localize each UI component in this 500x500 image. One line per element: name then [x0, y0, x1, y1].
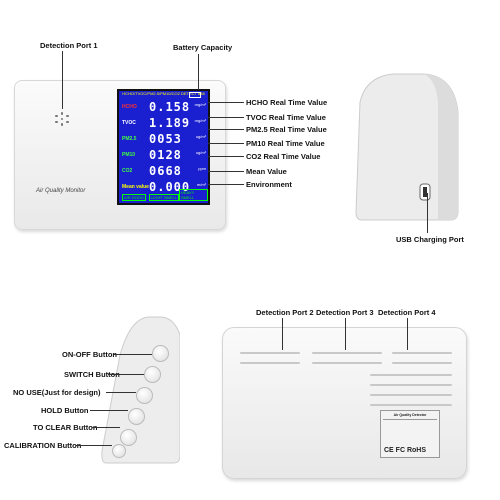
leader-line	[76, 445, 112, 446]
leader-line	[208, 117, 244, 118]
switch-button[interactable]	[144, 366, 161, 383]
callout-hold: HOLD Button	[41, 406, 89, 415]
callout-detection-port-3: Detection Port 3	[316, 308, 374, 317]
callout-mean: Mean Value	[246, 167, 287, 176]
env-light-smell: LIGHT SMELL	[149, 194, 179, 201]
vent-slot	[312, 352, 382, 354]
row-value: 1.189	[149, 116, 191, 130]
leader-line	[208, 102, 244, 103]
row-unit: ug/m³	[195, 134, 206, 139]
row-tag: PM2.5	[122, 136, 137, 142]
vent-slot	[392, 362, 452, 364]
leader-line	[208, 171, 244, 172]
no-use-button[interactable]	[136, 387, 153, 404]
leader-line	[198, 54, 199, 90]
leader-line	[114, 354, 152, 355]
callout-on-off: ON-OFF Button	[62, 350, 117, 359]
leader-line	[106, 392, 136, 393]
vent-slot	[370, 384, 452, 386]
battery-icon	[189, 92, 201, 98]
row-value: 0668	[149, 164, 182, 178]
leader-line	[208, 184, 244, 185]
callout-switch: SWITCH Button	[64, 370, 120, 379]
leader-line	[427, 193, 428, 233]
row-unit: mg/m³	[194, 102, 206, 107]
calibration-button[interactable]	[112, 444, 126, 458]
leader-line	[108, 374, 144, 375]
screen-row-co2: CO2 0668 ppm	[119, 164, 208, 179]
leader-line	[62, 51, 63, 109]
callout-detection-port-4: Detection Port 4	[378, 308, 436, 317]
callout-co2: CO2 Real Time Value	[246, 152, 321, 161]
row-tag: HCHO	[122, 104, 137, 110]
rating-label: Air Quality Detector CE FC RoHS	[380, 410, 440, 458]
side-device	[355, 73, 459, 221]
callout-usb: USB Charging Port	[396, 235, 464, 244]
callout-calibration: CALIBRATION Button	[4, 441, 82, 450]
certification-marks: CE FC RoHS	[384, 447, 426, 454]
row-unit: ppm	[198, 166, 206, 171]
row-value: 0128	[149, 148, 182, 162]
row-unit: mg/m³	[194, 118, 206, 123]
callout-pm25: PM2.5 Real Time Value	[246, 125, 327, 134]
lcd-screen: HCHO/TVOC/PM2.5/PM10/CO2 DETECT 888 HCHO…	[117, 89, 210, 205]
vent-slot	[240, 352, 300, 354]
screen-row-hcho: HCHO 0.158 mg/m³	[119, 100, 208, 115]
row-unit: ug/m³	[195, 150, 206, 155]
row-unit: m/m³	[196, 182, 206, 187]
vent-slot	[370, 394, 452, 396]
row-value: 0.158	[149, 100, 191, 114]
env-heavy-smell: HEAVY SMELL	[179, 189, 208, 201]
leader-line	[90, 410, 128, 411]
vent-slot	[370, 374, 452, 376]
env-air-good: AIR GOOD	[122, 194, 147, 201]
screen-header: HCHO/TVOC/PM2.5/PM10/CO2 DETECT 888	[122, 91, 205, 96]
row-tag: TVOC	[122, 120, 136, 126]
vent-slot	[392, 352, 452, 354]
screen-row-pm25: PM2.5 0053 ug/m³	[119, 132, 208, 147]
leader-line	[407, 318, 408, 350]
brand-label: Air Quality Monitor	[36, 188, 86, 194]
leader-line	[208, 129, 244, 130]
callout-battery-capacity: Battery Capacity	[173, 43, 233, 52]
leader-line	[208, 143, 244, 144]
row-tag: PM10	[122, 152, 136, 158]
row-value: 0053	[149, 132, 182, 146]
screen-row-tvoc: TVOC 1.189 mg/m³	[119, 116, 208, 131]
callout-tvoc: TVOC Real Time Value	[246, 113, 326, 122]
callout-pm10: PM10 Real Time Value	[246, 139, 325, 148]
row-tag: CO2	[122, 168, 133, 174]
callout-to-clear: TO CLEAR Button	[33, 423, 98, 432]
row-tag: Mean value	[122, 184, 149, 190]
on-off-button[interactable]	[152, 345, 169, 362]
vent-slot	[312, 362, 382, 364]
leader-line	[345, 318, 346, 350]
vent-slot	[370, 404, 452, 406]
callout-hcho: HCHO Real Time Value	[246, 98, 328, 107]
hold-button[interactable]	[128, 408, 145, 425]
callout-detection-port-2: Detection Port 2	[256, 308, 314, 317]
callout-no-use: NO USE(Just for design)	[13, 388, 101, 397]
callout-environment: Environment	[246, 180, 292, 189]
callout-detection-port-1: Detection Port 1	[40, 41, 98, 50]
leader-line	[92, 427, 120, 428]
to-clear-button[interactable]	[120, 429, 137, 446]
rating-title: Air Quality Detector	[393, 413, 427, 417]
vent-slot	[240, 362, 300, 364]
screen-row-pm10: PM10 0128 ug/m³	[119, 148, 208, 163]
leader-line	[208, 156, 244, 157]
leader-line	[282, 318, 283, 350]
detection-port-1-grille	[55, 112, 69, 126]
